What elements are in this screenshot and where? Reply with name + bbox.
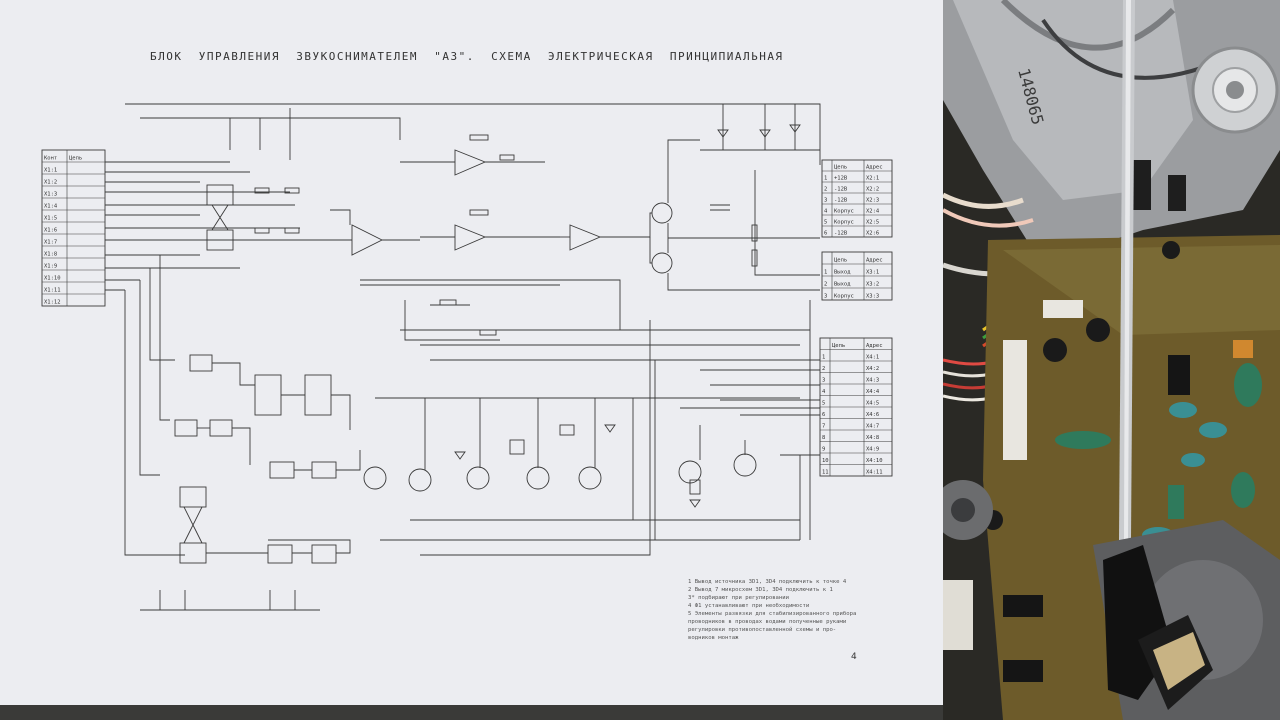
- right-bottom-connector-cell: 7: [822, 424, 825, 430]
- schematic-drawing: КонтЦепьХ1:1Х1:2Х1:3Х1:4Х1:5Х1:6Х1:7Х1:8…: [41, 103, 893, 611]
- right-bottom-connector-header-cell: Адрес: [866, 343, 883, 349]
- right-bottom-connector-cell: 10: [822, 458, 829, 464]
- schematic-title: БЛОК УПРАВЛЕНИЯ ЗВУКОСНИМАТЕЛЕМ "А3". СХ…: [150, 50, 784, 63]
- right-bottom-connector-cell: 9: [822, 447, 825, 453]
- note-line: водников монтаж: [688, 635, 739, 641]
- right-top-connector-frame: [821, 159, 893, 238]
- left-connector-table: Конт ЦепьХ1:1Х1:2Х1:3Х1:4Х1:5Х1:6Х1:7Х1:8…: [41, 149, 106, 307]
- right-bottom-connector-header-cell: Цепь: [832, 343, 845, 349]
- right-bottom-connector-cell: Х4:1: [866, 355, 879, 361]
- note-line: 3* подбирают при регулировании: [688, 595, 790, 601]
- right-bottom-connector-cell: Х4:5: [866, 401, 879, 407]
- right-top-connector-header-cell: Адрес: [866, 165, 883, 171]
- right-bottom-connector-cell: Х4:7: [866, 424, 879, 430]
- right-top-connector-cell: Х2:3: [866, 198, 879, 204]
- right-mid-connector-cell: 3: [824, 294, 827, 300]
- right-top-connector-cell: 1: [824, 176, 827, 182]
- left-connector-cell: Х1:2: [44, 180, 57, 186]
- right-mid-connector-cell: 2: [824, 282, 827, 288]
- right-top-connector-cell: Х2:6: [866, 231, 879, 237]
- right-mid-connector-cell: Х3:2: [866, 282, 879, 288]
- right-bottom-connector-cell: 2: [822, 366, 825, 372]
- right-mid-connector-cell: Выход: [834, 282, 851, 288]
- left-connector-cell: Х1:3: [44, 192, 57, 198]
- right-top-connector-cell: Х2:1: [866, 176, 879, 182]
- right-mid-connector-header-cell: Адрес: [866, 258, 883, 264]
- left-connector-header-cell: Конт: [44, 156, 57, 162]
- schematic-notes: 1 Вывод источника 3D1, 3D4 подключить к …: [688, 578, 878, 642]
- left-connector-cell: Х1:7: [44, 240, 57, 246]
- right-bottom-connector-cell: Х4:3: [866, 378, 879, 384]
- left-connector-header-cell: Цепь: [69, 156, 82, 162]
- right-top-connector-cell: -12В: [834, 198, 848, 204]
- right-top-connector-cell: Корпус: [834, 220, 854, 226]
- right-bottom-connector-cell: 4: [822, 389, 826, 395]
- right-mid-connector-cell: Корпус: [834, 294, 854, 300]
- right-mid-connector-cell: 1: [824, 270, 827, 276]
- right-top-connector-cell: +12В: [834, 176, 848, 182]
- right-bottom-connector-cell: 11: [822, 470, 829, 476]
- right-bottom-connector-cell: Х4:4: [866, 389, 880, 395]
- note-line: регулировки противопоставленной схемы и …: [688, 627, 837, 633]
- left-connector-cell: Х1:1: [44, 168, 57, 174]
- left-connector-cell: Х1:4: [44, 204, 58, 210]
- page-number: 4: [851, 652, 857, 662]
- left-connector-cell: Х1:8: [44, 252, 57, 258]
- right-bottom-connector-cell: Х4:6: [866, 412, 879, 418]
- right-bottom-connector-cell: 6: [822, 412, 825, 418]
- note-line: 4 Ф1 устанавливают при необходимости: [688, 603, 810, 609]
- note-line: 2 Вывод 7 микросхем 3D1, 3D4 подключить …: [688, 587, 833, 593]
- note-line: проводников в проводах водами полученные…: [688, 619, 847, 625]
- right-connector-bottom-table: Цепь Адрес 1 Х4:1 2 Х4:2 3 Х4:3 4 Х4:4 5 Х4:5 6 Х4:6 7…: [819, 337, 893, 477]
- right-bottom-connector-cell: Х4:8: [866, 435, 879, 441]
- right-mid-connector-cell: Выход: [834, 270, 851, 276]
- right-bottom-connector-cell: 1: [822, 355, 825, 361]
- right-top-connector-cell: Х2:5: [866, 220, 879, 226]
- right-bottom-connector-cell: Х4:10: [866, 458, 883, 464]
- right-mid-connector-cell: Х3:1: [866, 270, 879, 276]
- left-connector-cell: Х1:5: [44, 216, 57, 222]
- right-bottom-connector-cell: 5: [822, 401, 825, 407]
- right-bottom-connector-cell: Х4:9: [866, 447, 879, 453]
- right-top-connector-cell: -12В: [834, 187, 848, 193]
- right-top-connector-cell: 3: [824, 198, 827, 204]
- right-top-connector-cell: 2: [824, 187, 827, 193]
- turntable-photo: 148065: [943, 0, 1280, 720]
- left-connector-frame: [41, 149, 106, 307]
- right-top-connector-cell: Х2:4: [866, 209, 880, 215]
- right-mid-connector-cell: Х3:3: [866, 294, 879, 300]
- schematic-sheet: БЛОК УПРАВЛЕНИЯ ЗВУКОСНИМАТЕЛЕМ "А3". СХ…: [0, 0, 943, 705]
- right-bottom-connector-cell: 3: [822, 378, 825, 384]
- note-line: 1 Вывод источника 3D1, 3D4 подключить к …: [688, 579, 847, 585]
- left-connector-cell: Х1:10: [44, 276, 61, 282]
- right-mid-connector-header-cell: Цепь: [834, 258, 847, 264]
- right-top-connector-cell: 4: [824, 209, 828, 215]
- right-bottom-connector-cell: 8: [822, 435, 825, 441]
- right-top-connector-cell: Корпус: [834, 209, 854, 215]
- right-top-connector-header-cell: Цепь: [834, 165, 847, 171]
- right-top-connector-cell: -12В: [834, 231, 848, 237]
- turntable-photo-drawing: 148065: [943, 0, 1280, 720]
- right-bottom-connector-cell: Х4:2: [866, 366, 879, 372]
- left-connector-cell: Х1:12: [44, 300, 61, 306]
- left-connector-cell: Х1:9: [44, 264, 57, 270]
- right-bottom-connector-cell: Х4:11: [866, 470, 883, 476]
- left-connector-cell: Х1:6: [44, 228, 57, 234]
- right-top-connector-cell: Х2:2: [866, 187, 879, 193]
- left-connector-cell: Х1:11: [44, 288, 61, 294]
- note-line: 5 Элементы развязки для стабилизированно…: [688, 611, 857, 617]
- right-top-connector-cell: 5: [824, 220, 827, 226]
- right-top-connector-cell: 6: [824, 231, 827, 237]
